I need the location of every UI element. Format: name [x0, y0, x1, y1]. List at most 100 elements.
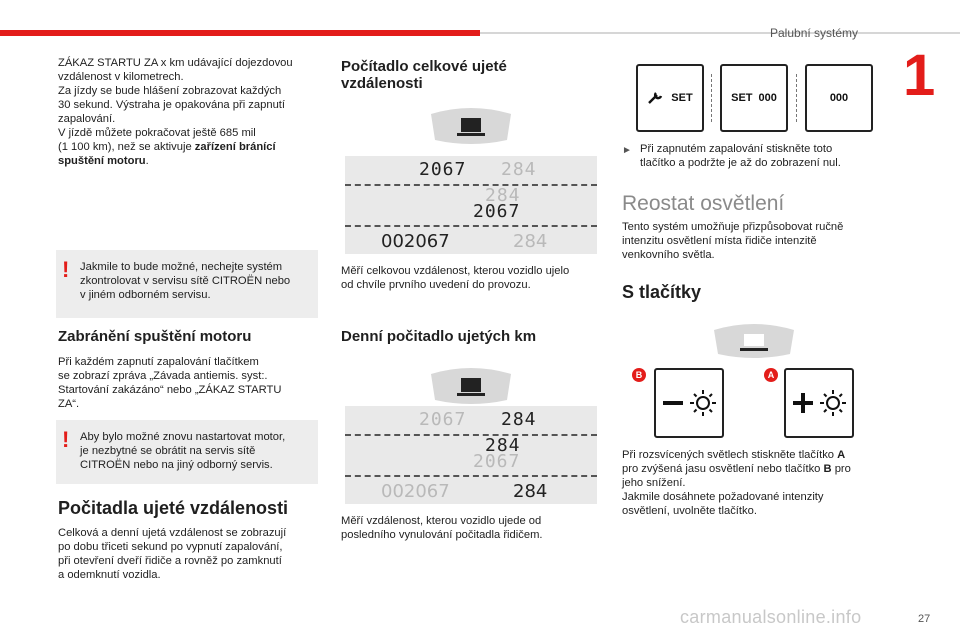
intro-line: vzdálenost v kilometrech. [58, 71, 184, 83]
rheostat-line: venkovního světla. [622, 249, 715, 261]
set-button-label: SET [671, 92, 693, 104]
intro-line-start: (1 100 km), než se aktivuje [58, 141, 195, 153]
total-line: Měří celkovou vzdálenost, kterou vozidlo… [341, 265, 570, 277]
counters-line: při otevření dveří řidiče a rovněž po za… [58, 555, 282, 567]
lcd-total-value: 2067 [419, 409, 467, 430]
prevent-line: Startování zakázáno“ nebo „ZÁKAZ STARTU [58, 384, 282, 396]
badge-b: B [632, 368, 646, 382]
warning-box-restart: ! Aby bylo možné znovu nastartovat motor… [56, 420, 318, 484]
lcd-total-value: 002067 [381, 481, 450, 502]
buttons-line: Jakmile dosáhnete požadované intenzity [622, 491, 824, 503]
intro-text: ZÁKAZ STARTU ZA x km udávající dojezdovo… [58, 56, 320, 168]
lcd-trip-value: 284 [513, 231, 548, 252]
buttons-line-mid: pro zvýšená jasu osvětlení nebo tlačítko [622, 463, 824, 475]
dashed-divider [345, 225, 597, 227]
trip-heading-block: Denní počitadlo ujetých km [341, 328, 599, 345]
lcd-total-value: 2067 [419, 159, 467, 180]
buttons-line: pro zvýšená jasu osvětlení nebo tlačítko… [622, 462, 880, 476]
dashed-divider [345, 184, 597, 186]
dashed-divider [345, 434, 597, 436]
warning-line: Aby bylo možné znovu nastartovat motor, [80, 431, 286, 443]
page-number: 27 [918, 613, 931, 625]
counters-line: a odemknutí vozidla. [58, 569, 161, 581]
lcd-trip-value: 284 [485, 435, 521, 456]
warning-line: v jiném odborném servisu. [80, 289, 211, 301]
warning-icon: ! [62, 257, 70, 282]
chapter-number: 1 [903, 43, 936, 108]
prevent-line: se zobrazí zpráva „Závada antiemis. syst… [58, 370, 268, 382]
buttons-line-start: Při rozsvícených světlech stiskněte tlač… [622, 449, 838, 461]
heading-prevent-start: Zabránění spuštění motoru [58, 328, 252, 345]
total-heading-block: Počítadlo celkové ujeté vzdálenosti [341, 58, 599, 92]
lcd-trip-value: 284 [513, 481, 548, 502]
heading-total: Počítadlo celkové ujeté vzdálenosti [341, 58, 599, 92]
counters-line: po dobu třiceti sekund po vypnutí zapalo… [58, 541, 283, 553]
prevent-line: ZA“. [58, 398, 80, 410]
reset-line: Při zapnutém zapalování stiskněte toto [640, 143, 833, 155]
dim-up-button[interactable] [784, 368, 854, 438]
counters-section: Počitadla ujeté vzdálenosti Celková a de… [58, 498, 320, 582]
header-grey-bar [480, 32, 960, 34]
buttons-line: Při rozsvícených světlech stiskněte tlač… [622, 448, 880, 462]
heading-buttons: S tlačítky [622, 282, 702, 302]
intro-line: (1 100 km), než se aktivuje zařízení brá… [58, 140, 320, 154]
trip-line: Měří vzdálenost, kterou vozidlo ujede od [341, 515, 542, 527]
wrench-icon [648, 92, 663, 104]
intro-line: 30 sekund. Výstraha je opakována při zap… [58, 99, 286, 111]
zero-label: 000 [829, 92, 849, 104]
buttons-line: osvětlení, uvolněte tlačítko. [622, 505, 757, 517]
watermark: carmanualsonline.info [680, 607, 862, 627]
dim-down-button[interactable] [654, 368, 724, 438]
prevent-section: Zabránění spuštění motoru Při každém zap… [58, 328, 320, 411]
heading-total-line: Počítadlo celkové ujeté [341, 58, 507, 75]
rheostat-line: Tento systém umožňuje přizpůsobovat ručn… [622, 221, 844, 233]
buttons-text: Při rozsvícených světlech stiskněte tlač… [622, 448, 880, 518]
zero-label: 000 [758, 92, 777, 104]
bullet-icon: ► [622, 145, 632, 156]
lcd-trip-value: 284 [501, 159, 537, 180]
trip-text: Měří vzdálenost, kterou vozidlo ujede od… [341, 514, 599, 542]
prevent-line: Při každém zapnutí zapalování tlačítkem [58, 356, 259, 368]
reset-text: Při zapnutém zapalování stiskněte toto t… [640, 142, 880, 170]
lcd-trip-value: 284 [501, 409, 537, 430]
heading-counters: Počitadla ujeté vzdálenosti [58, 498, 289, 518]
dashed-separator [796, 74, 797, 122]
set-label: SET [731, 92, 753, 104]
intro-bold-2: spuštění motoru [58, 155, 146, 167]
set-button[interactable]: SET [636, 64, 704, 132]
heading-total-line: vzdálenosti [341, 75, 423, 92]
warning-icon: ! [62, 427, 70, 452]
button-ref-b: B [823, 463, 832, 475]
heading-rheostat: Reostat osvětlení [622, 192, 785, 215]
rheostat-section: Reostat osvětlení Tento systém umožňuje … [622, 192, 880, 262]
brightness-up-icon [793, 390, 846, 416]
badge-a: A [764, 368, 778, 382]
lcd-total-value: 2067 [473, 201, 521, 222]
warning-line: CITROËN nebo na jiný odborný servis. [80, 459, 273, 471]
warning-line: Jakmile to bude možné, nechejte systém [80, 261, 283, 273]
intro-line: ZÁKAZ STARTU ZA x km udávající dojezdovo… [58, 57, 293, 69]
rheostat-line: intenzitu osvětlení místa řidiče intenzi… [622, 235, 817, 247]
warning-line: zkontrolovat v servisu sítě CITROËN nebo [80, 275, 291, 287]
instrument-cluster-icon [714, 324, 794, 358]
instrument-cluster-icon [431, 368, 511, 404]
intro-line: spuštění motoru. [58, 154, 320, 168]
reset-line: tlačítko a podržte je až do zobrazení nu… [640, 157, 841, 169]
buttons-line-end: pro [831, 463, 851, 475]
warning-line: je nezbytné se obrátit na servis sítě [80, 445, 256, 457]
trip-line: posledního vynulování počitadla řidičem. [341, 529, 543, 541]
intro-line: Za jízdy se bude hlášení zobrazovat každ… [58, 85, 282, 97]
button-ref-a: A [837, 449, 846, 461]
lcd-total-value: 2067 [473, 451, 521, 472]
counters-line: Celková a denní ujetá vzdálenost se zobr… [58, 527, 287, 539]
reset-zero-button[interactable]: 000 [805, 64, 873, 132]
total-line: od chvíle prvního uvedení do provozu. [341, 279, 531, 291]
warning-box-service: ! Jakmile to bude možné, nechejte systém… [56, 250, 318, 318]
lcd-total-value: 002067 [381, 231, 450, 252]
intro-line: zapalování. [58, 113, 116, 125]
total-text: Měří celkovou vzdálenost, kterou vozidlo… [341, 264, 599, 292]
buttons-line: jeho snížení. [622, 477, 686, 489]
brightness-down-icon [663, 390, 716, 416]
intro-bold: zařízení bránící [194, 141, 276, 153]
set-reset-button[interactable]: SET 000 [720, 64, 788, 132]
